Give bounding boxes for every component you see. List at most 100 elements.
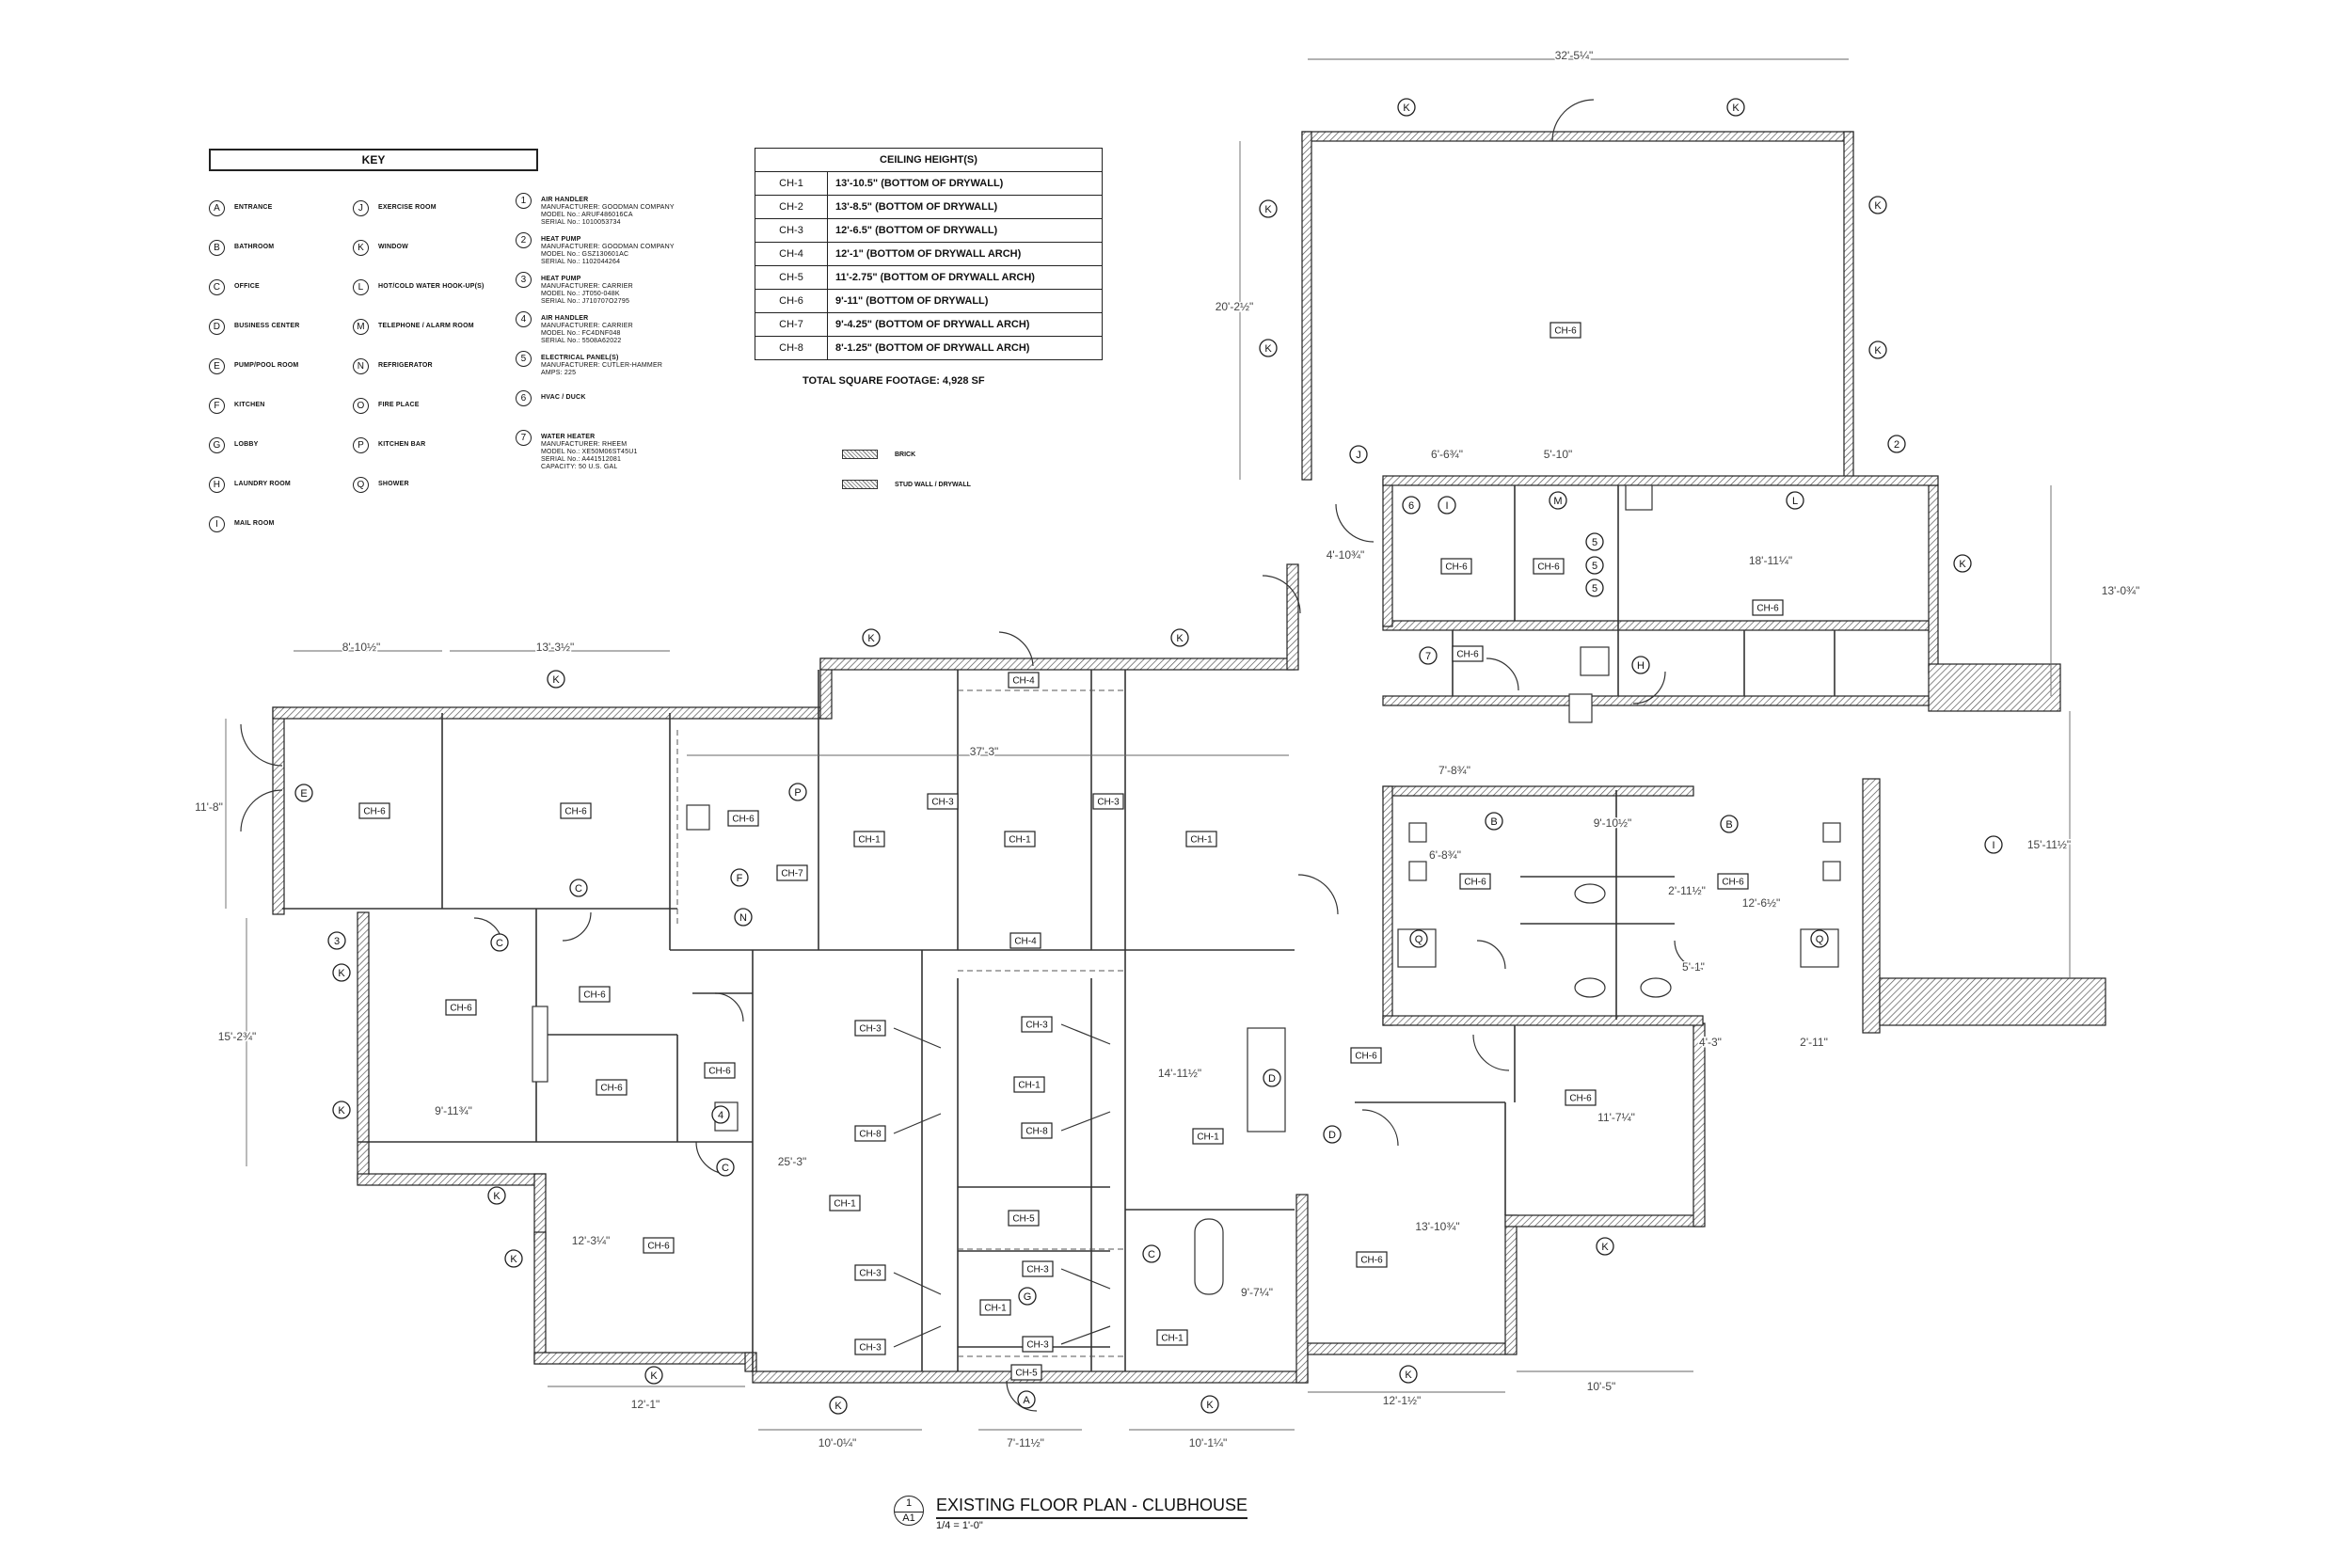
ceiling-tag-label: CH-3 <box>859 1269 882 1279</box>
key-tag-icon: E <box>209 358 225 374</box>
ceiling-tag-label: CH-5 <box>1012 1214 1035 1225</box>
plan-key-tag-icon: 5 <box>1585 532 1604 551</box>
ceiling-tag: CH-1 <box>829 1195 861 1212</box>
key-label: MAIL ROOM <box>234 520 275 527</box>
interior-walls <box>282 485 1836 1371</box>
plan-key-tag-label: C <box>575 883 582 895</box>
exterior-walls <box>272 131 2106 1384</box>
ceiling-tag-label: CH-6 <box>1756 604 1779 614</box>
plan-key-tag-label: 5 <box>1592 537 1597 548</box>
plan-key-tag-label: A <box>1023 1395 1030 1406</box>
ceiling-tag-label: CH-3 <box>1026 1265 1049 1275</box>
ceiling-tag-label: CH-3 <box>859 1343 882 1354</box>
dimension-label: 10'-5" <box>1587 1380 1616 1393</box>
key-title: KEY <box>209 149 538 171</box>
key-tag-icon: G <box>209 437 225 453</box>
key-label: AIR HANDLER MANUFACTURER: CARRIER MODEL … <box>541 315 633 344</box>
plan-key-tag-icon: K <box>1259 199 1278 218</box>
ceiling-tag-label: CH-5 <box>1015 1369 1038 1379</box>
plan-key-tag-icon: 5 <box>1585 578 1604 597</box>
key-label: HVAC / DUCK <box>541 394 586 401</box>
ceiling-tag: CH-6 <box>1565 1089 1597 1106</box>
plan-key-tag-icon: F <box>730 868 749 887</box>
plan-key-tag-label: K <box>1601 1242 1609 1253</box>
dimension-label: 25'-3" <box>778 1155 807 1168</box>
plan-key-tag-icon: K <box>1399 1365 1418 1384</box>
plan-key-tag-label: N <box>739 912 747 924</box>
plan-key-tag-icon: K <box>332 963 351 982</box>
ceiling-code: CH-3 <box>755 218 828 243</box>
key-tag-icon: F <box>209 398 225 414</box>
legend-brick-label: BRICK <box>895 451 916 458</box>
plan-key-tag-label: L <box>1792 496 1798 507</box>
ceiling-tag-label: CH-6 <box>363 807 386 817</box>
key-tag-icon: B <box>209 240 225 256</box>
dimension-label: 11'-7¼" <box>1597 1111 1635 1124</box>
plan-key-tag-icon: M <box>1549 491 1567 510</box>
key-label: WATER HEATER MANUFACTURER: RHEEM MODEL N… <box>541 434 638 470</box>
plan-key-tag-icon: K <box>487 1186 506 1205</box>
ceiling-value: 9'-4.25" (BOTTOM OF DRYWALL ARCH) <box>827 312 1103 337</box>
ceiling-tag-label: CH-3 <box>1097 798 1120 808</box>
drawing-title: EXISTING FLOOR PLAN - CLUBHOUSE <box>936 1496 1248 1519</box>
ceiling-tag: CH-6 <box>1452 645 1484 662</box>
plan-key-tag-icon: Q <box>1810 929 1829 948</box>
plan-key-tag-icon: C <box>490 933 509 952</box>
key-label: ELECTRICAL PANEL(S) MANUFACTURER: CUTLER… <box>541 355 663 376</box>
plan-key-tag-icon: J <box>1349 445 1368 464</box>
stud-swatch-icon <box>842 480 878 489</box>
plan-key-tag-label: M <box>1553 496 1562 507</box>
plan-key-tag-label: E <box>300 788 307 800</box>
ceiling-tag: CH-6 <box>560 802 592 819</box>
plan-key-tag-label: B <box>1490 816 1497 828</box>
plan-key-tag-icon: C <box>1142 1244 1161 1263</box>
ceiling-tag-label: CH-8 <box>859 1130 882 1140</box>
ceiling-tag-label: CH-6 <box>1456 650 1479 660</box>
key-tag-icon: 6 <box>516 390 532 406</box>
plan-key-tag-label: H <box>1637 660 1645 672</box>
key-tag-icon: A <box>209 200 225 216</box>
ceiling-tag: CH-1 <box>1004 831 1036 847</box>
key-label: REFRIGERATOR <box>378 362 433 369</box>
ceiling-tag-label: CH-7 <box>781 869 803 879</box>
ceiling-tag-label: CH-1 <box>1197 1132 1219 1143</box>
key-label: OFFICE <box>234 283 260 290</box>
ceiling-tag: CH-3 <box>927 793 959 810</box>
ceiling-arrows <box>893 1023 1111 1348</box>
ceiling-tag-label: CH-3 <box>1026 1340 1049 1351</box>
plan-key-tag-label: K <box>650 1370 658 1382</box>
ceiling-tag-label: CH-3 <box>931 798 954 808</box>
ceiling-tag: CH-6 <box>643 1237 675 1254</box>
plan-key-tag-label: K <box>1403 103 1410 114</box>
ceiling-tag-label: CH-1 <box>1161 1334 1184 1344</box>
plan-key-tag-label: K <box>338 968 345 979</box>
plan-key-tag-icon: K <box>504 1249 523 1268</box>
dimension-label: 14'-11½" <box>1158 1067 1201 1080</box>
ceiling-tag: CH-5 <box>1008 1210 1040 1227</box>
ceiling-tag: CH-1 <box>1192 1128 1224 1145</box>
key-label: AIR HANDLER MANUFACTURER: GOODMAN COMPAN… <box>541 197 675 226</box>
ceiling-tag-label: CH-6 <box>1722 878 1744 888</box>
plan-key-tag-icon: I <box>1984 835 2003 854</box>
ceiling-code: CH-7 <box>755 312 828 337</box>
key-label: BUSINESS CENTER <box>234 323 300 329</box>
dimension-label: 5'-1" <box>1682 960 1705 974</box>
ceiling-tag: CH-6 <box>704 1062 736 1079</box>
ceiling-tag-label: CH-6 <box>1537 562 1560 573</box>
ceiling-tag-label: CH-6 <box>1360 1256 1383 1266</box>
plan-key-tag-label: K <box>1264 204 1272 215</box>
key-tag-icon: H <box>209 477 225 493</box>
key-tag-icon: I <box>209 516 225 532</box>
total-square-footage: TOTAL SQUARE FOOTAGE: 4,928 SF <box>803 375 985 387</box>
plan-key-tag-icon: K <box>1953 554 1972 573</box>
